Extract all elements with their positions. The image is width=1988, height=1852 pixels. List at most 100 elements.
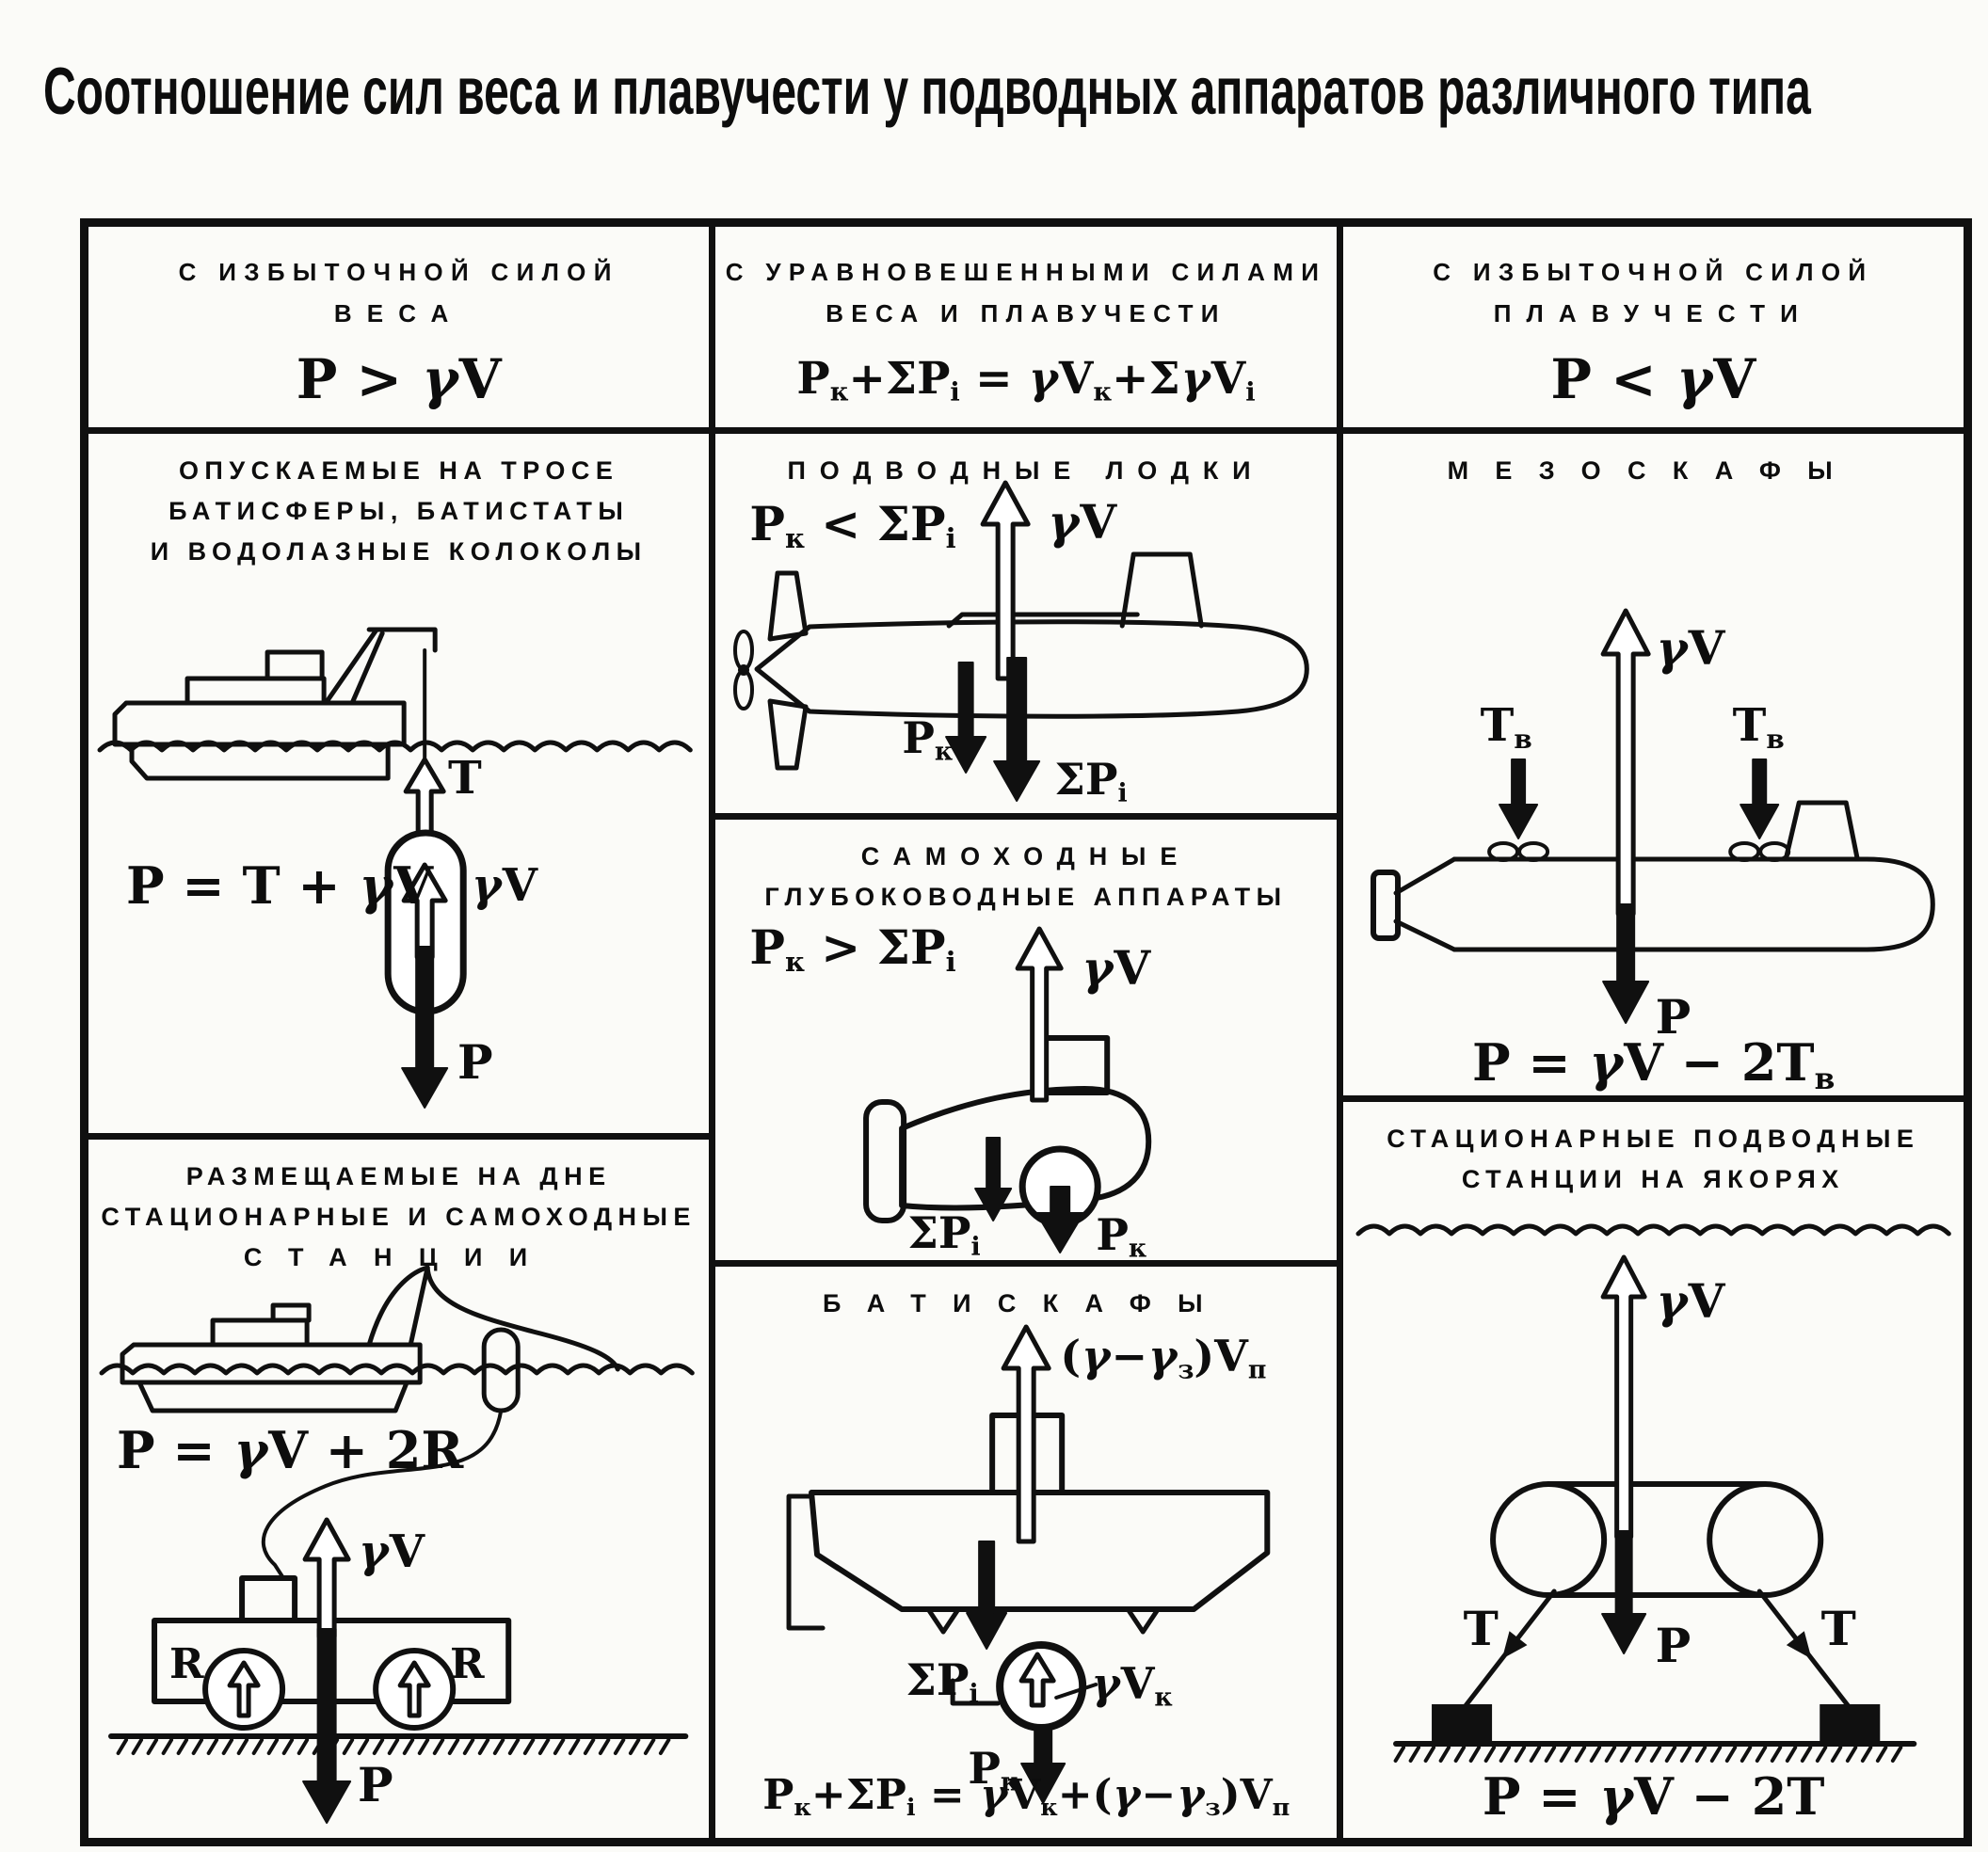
label-weight: P: [457, 1034, 493, 1090]
label-thruster-right: Tв: [1732, 699, 1785, 755]
water-line: [99, 1363, 695, 1376]
label-buoyancy: γV: [1048, 494, 1117, 550]
buoyancy-arrow: [1015, 926, 1065, 1103]
cell-submarines: ПОДВОДНЫЕ ЛОДКИ: [715, 427, 1337, 813]
water-line: [97, 740, 693, 753]
cell-formula: P = γV − 2T: [1482, 1766, 1825, 1827]
cell-title: ПОДВОДНЫЕ ЛОДКИ: [787, 456, 1265, 485]
header-title: С ИЗБЫТОЧНОЙ СИЛОЙ ВЕСА: [178, 258, 619, 328]
cell-title: БАТИСКАФЫ: [823, 1289, 1229, 1317]
label-weight: P: [1655, 1618, 1691, 1673]
tether-drawing: [97, 627, 693, 1109]
support-ship: [120, 1265, 620, 1413]
hull-weight-arrow: [945, 662, 987, 774]
label-hull-weight: Pк: [1096, 1209, 1147, 1260]
label-anchor-left: T: [1463, 1601, 1499, 1656]
column-excess-weight: С ИЗБЫТОЧНОЙ СИЛОЙ ВЕСА P > γV ОПУСКАЕМЫ…: [88, 227, 710, 1838]
header-excess-buoyancy: С ИЗБЫТОЧНОЙ СИЛОЙ ПЛАВУЧЕСТИ P < γV: [1343, 227, 1964, 427]
label-hull-weight: Pк: [968, 1743, 1019, 1797]
cell-tethered-bathyspheres: ОПУСКАЕМЫЕ НА ТРОСЕ БАТИСФЕРЫ, БАТИСТАТЫ…: [88, 427, 710, 1133]
header-formula: P < γV: [1550, 347, 1756, 412]
label-reaction-right: R: [450, 1640, 485, 1688]
header-title: С ИЗБЫТОЧНОЙ СИЛОЙ ПЛАВУЧЕСТИ: [1433, 258, 1874, 328]
pointer-line: [1054, 1683, 1098, 1700]
hull-weight-arrow: [1020, 1729, 1066, 1804]
cell-formula: Pк+ΣPi = γVк+(γ−γз)Vп: [762, 1771, 1291, 1823]
cell-formula: P = γV − 2Tв: [1471, 1032, 1836, 1095]
column-excess-buoyancy: С ИЗБЫТОЧНОЙ СИЛОЙ ПЛАВУЧЕСТИ P < γV МЕЗ…: [1336, 227, 1964, 1838]
label-thruster-left: Tв: [1480, 699, 1532, 755]
label-buoyancy: γV: [1082, 940, 1151, 996]
header-title: С УРАВНОВЕШЕННЫМИ СИЛАМИ ВЕСА И ПЛАВУЧЕС…: [725, 258, 1327, 328]
cell-mesoscaphes: МЕЗОСКАФЫ: [1342, 427, 1964, 1095]
bathyscaphe-drawing: [786, 1324, 1271, 1804]
load-weights-arrow: [966, 1541, 1008, 1650]
cell-seabed-stations: РАЗМЕЩАЕМЫЕ НА ДНЕ СТАЦИОНАРНЫЕ И САМОХО…: [88, 1133, 710, 1838]
submarine-hull: [733, 551, 1310, 771]
cell-formula: P = γV + 2R: [117, 1420, 464, 1480]
cell-title: СТАЦИОНАРНЫЕ ПОДВОДНЫЕ СТАНЦИИ НА ЯКОРЯХ: [1387, 1125, 1920, 1194]
buoyancy-arrow: [1600, 608, 1651, 917]
label-float-buoyancy: (γ−γз)Vп: [1060, 1331, 1267, 1385]
page-title: Соотношение сил веса и плавучести у подв…: [43, 54, 1811, 129]
header-excess-weight: С ИЗБЫТОЧНОЙ СИЛОЙ ВЕСА P > γV: [88, 227, 709, 427]
label-anchor-right: T: [1820, 1601, 1856, 1656]
float-buoyancy-arrow: [1001, 1324, 1052, 1544]
thruster-left-arrow: [1498, 758, 1538, 839]
cell-formula: P = T + γV: [126, 855, 434, 916]
label-load-weights: ΣPi: [906, 1654, 979, 1709]
mesoscaphe-drawing: [1370, 608, 1935, 1024]
cell-title: РАЗМЕЩАЕМЫЕ НА ДНЕ СТАЦИОНАРНЫЕ И САМОХО…: [101, 1162, 697, 1272]
condition-formula: Pк < ΣPi: [749, 496, 956, 555]
anchor-right: [1819, 1704, 1880, 1742]
anchor-cables: [1461, 1589, 1852, 1711]
thruster-propeller-icon: [1486, 841, 1790, 862]
label-buoyancy: γV: [359, 1525, 425, 1578]
crane: [323, 627, 438, 706]
seabed-drawing: [99, 1265, 695, 1824]
cell-anchored-stations: СТАЦИОНАРНЫЕ ПОДВОДНЫЕ СТАНЦИИ НА ЯКОРЯХ: [1342, 1095, 1964, 1838]
label-weight: P: [1655, 989, 1691, 1045]
weight-arrow: [302, 1628, 352, 1824]
label-tension: T: [448, 752, 482, 805]
hull-weight-arrow: [1035, 1186, 1085, 1253]
label-buoyancy: γV: [472, 859, 537, 912]
header-formula: Pк+ΣPi = γVк+ΣγVi: [796, 353, 1256, 407]
label-weight: P: [358, 1757, 393, 1812]
gondola-buoyancy-arrow: [1018, 1652, 1057, 1708]
label-buoyancy: γV: [1656, 620, 1725, 676]
comparison-table: С ИЗБЫТОЧНОЙ СИЛОЙ ВЕСА P > γV ОПУСКАЕМЫ…: [80, 218, 1972, 1846]
label-hull-weight: Pк: [902, 712, 954, 767]
label-gondola-buoyancy: γVк: [1091, 1658, 1173, 1713]
label-buoyancy: γV: [1656, 1273, 1725, 1329]
anchored-station-drawing: [1355, 1223, 1951, 1763]
cell-title: МЕЗОСКАФЫ: [1447, 456, 1860, 485]
cell-deep-vehicles: САМОХОДНЫЕ ГЛУБОКОВОДНЫЕ АППАРАТЫ Pк > Σ…: [715, 813, 1337, 1260]
weight-arrow: [1600, 1530, 1646, 1654]
cell-title: ОПУСКАЕМЫЕ НА ТРОСЕ БАТИСФЕРЫ, БАТИСТАТЫ…: [150, 456, 648, 567]
mesoscaphe-hull: [1370, 800, 1935, 952]
water-line: [1355, 1223, 1951, 1237]
anchor-left: [1431, 1704, 1492, 1742]
condition-formula: Pк > ΣPi: [749, 919, 956, 979]
tension-arrow: [403, 757, 446, 836]
cell-title: САМОХОДНЫЕ ГЛУБОКОВОДНЫЕ АППАРАТЫ: [764, 842, 1288, 912]
support-ship: [112, 627, 438, 781]
buoyancy-arrow: [1600, 1254, 1647, 1540]
label-reaction-left: R: [169, 1640, 204, 1688]
header-balanced-forces: С УРАВНОВЕШЕННЫМИ СИЛАМИ ВЕСА И ПЛАВУЧЕС…: [715, 227, 1336, 427]
umbilical-cable: [261, 1409, 504, 1580]
propeller-icon: [733, 630, 755, 710]
load-weights-arrow: [993, 657, 1041, 802]
deep-vehicle-drawing: [863, 926, 1152, 1253]
weight-arrow: [401, 946, 449, 1109]
load-weights-arrow: [974, 1137, 1013, 1221]
gondola-bracket: [950, 1678, 1001, 1706]
label-load-weights: ΣPi: [907, 1207, 981, 1260]
submarine-drawing: [733, 480, 1310, 802]
thruster-right-arrow: [1739, 758, 1779, 839]
column-balanced-forces: С УРАВНОВЕШЕННЫМИ СИЛАМИ ВЕСА И ПЛАВУЧЕС…: [709, 227, 1337, 1838]
cell-bathyscaphes: БАТИСКАФЫ: [715, 1260, 1337, 1838]
bathyscaphe-float: [786, 1413, 1271, 1635]
